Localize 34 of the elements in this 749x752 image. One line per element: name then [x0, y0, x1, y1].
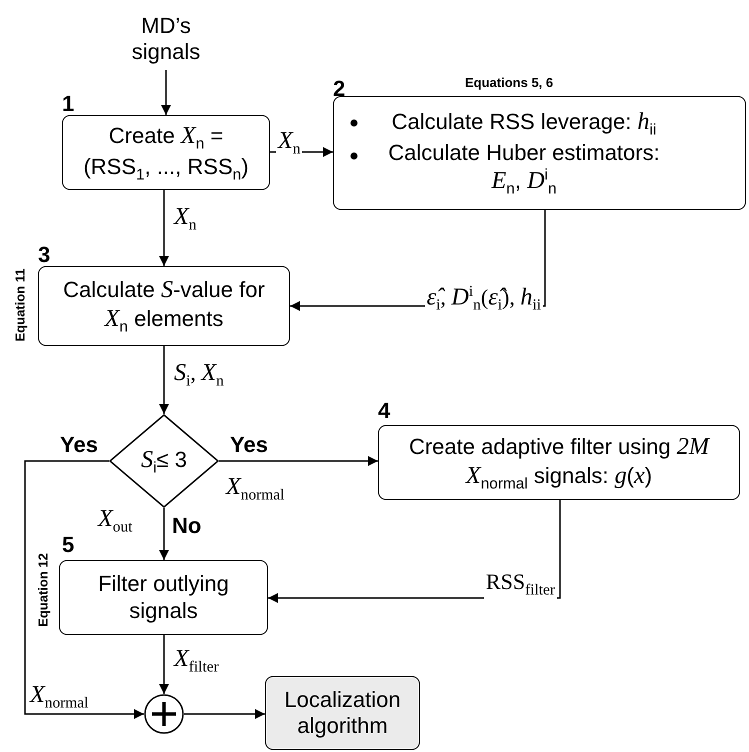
arrow [219, 456, 378, 466]
step-number: 3 [38, 244, 50, 266]
process-box [38, 266, 290, 346]
arrow [24, 460, 144, 719]
equation-reference: Equation 12 [36, 553, 50, 627]
arrow [159, 508, 169, 560]
arrow [159, 346, 169, 414]
process-box [62, 115, 270, 190]
step-number: 4 [378, 400, 390, 422]
step-number: 1 [62, 93, 74, 115]
step-number: 2 [333, 78, 346, 100]
signal-label: X$_{out}$ [96, 506, 134, 536]
process-box [333, 96, 746, 210]
equation-reference: Equation 11 [14, 268, 26, 342]
input-text: MD’s signals [130, 12, 202, 66]
signal-label: X$_{normal}$ [28, 682, 90, 712]
signal-label: X$_{normal}$ [224, 474, 286, 504]
decision-diamond [109, 414, 219, 508]
equation-reference: Equations 5, 6 [465, 76, 554, 89]
output-box [265, 676, 420, 750]
bullet-text: Calculate RSS leverage: h$_{ii}$ [390, 106, 658, 140]
node-text: Localization algorithm [283, 686, 402, 740]
arrow [159, 635, 169, 694]
process-box [59, 560, 268, 635]
arrow [159, 190, 169, 266]
arrow [161, 70, 171, 115]
node-text: S$_{i}$≤ 3 [141, 444, 187, 478]
node-text: Create adaptive filter using 2M X$_{normal}$ signals: g(x) [408, 432, 712, 494]
node-text: Calculate S-value for X$_{n}$ elements [62, 275, 266, 337]
node-text: Filter outlying signals [97, 571, 230, 624]
step-number: 5 [62, 534, 74, 556]
node-text: Create X$_{n}$ = (RSS$_{1}$, ..., RSS$_{n}$) [82, 120, 250, 184]
process-box [378, 425, 740, 500]
arrow [184, 709, 265, 719]
